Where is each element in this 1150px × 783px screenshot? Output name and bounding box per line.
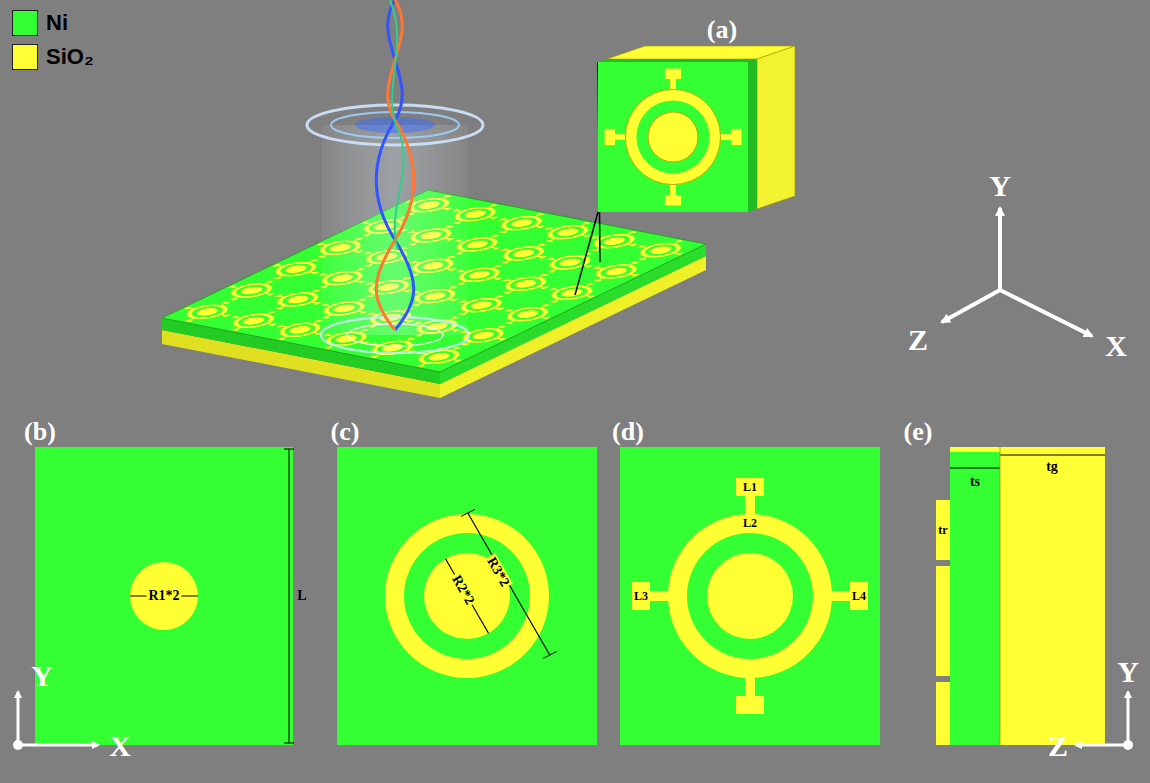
dimension-label: L [297,589,306,603]
axis-label: Y [989,171,1011,201]
panel-d [620,447,880,745]
legend-swatch [12,10,38,36]
unit-cell-3d [598,46,795,212]
dimension-label: L2 [743,517,757,529]
dimension-label: R3*2 [483,553,513,590]
axis-label: Z [1048,731,1068,761]
legend-text: Ni [46,12,68,34]
dimension-label: ts [970,475,980,489]
panel-label: (e) [904,419,933,445]
dimension-label: L4 [852,590,866,602]
axis-label: X [1105,331,1127,361]
panel-e [936,447,1105,745]
dimension-label: tg [1046,460,1058,474]
axis-label: Z [908,325,928,355]
small-axes [13,692,1133,750]
incident-beam [307,0,483,353]
panel-label: (a) [707,17,737,43]
panel-label: (c) [331,419,360,445]
panel-c [337,447,597,745]
legend-text: SiO₂ [46,46,94,68]
axis-label: Y [1117,657,1139,687]
zoom-line [575,212,598,295]
dimension-label: R1*2 [146,589,181,603]
panel-label: (d) [612,419,644,445]
dimension-label: tr [938,524,947,536]
axis-label: X [109,731,131,761]
dimension-label: L1 [743,481,757,493]
dimension-label: R2*2 [448,571,478,608]
panel-label: (b) [24,419,56,445]
dimension-label: L3 [634,590,648,602]
axis-label: Y [31,661,53,691]
legend-swatch [12,44,38,70]
axes [942,208,1092,336]
panel-b [35,447,294,745]
